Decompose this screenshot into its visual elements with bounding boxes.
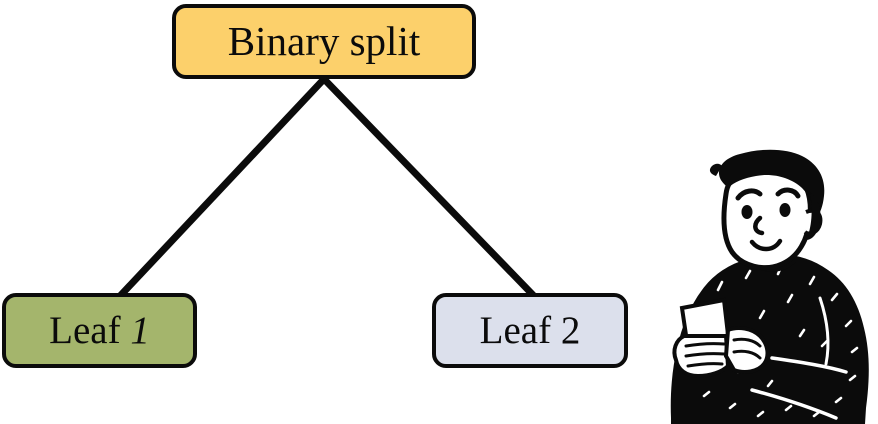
hand-left <box>672 334 731 379</box>
arm-fold-upper <box>770 356 848 374</box>
eyebrow-left <box>735 188 763 201</box>
node-binary-split-label: Binary split <box>227 18 421 64</box>
node-leaf-2-label-index: 2 <box>560 309 581 352</box>
shoulder-seam <box>818 296 830 366</box>
node-leaf-2[interactable]: Leaf 2 <box>432 293 628 368</box>
eye-left <box>741 205 753 219</box>
hand-right <box>723 326 770 374</box>
person-body-group <box>670 149 869 424</box>
node-leaf-1-label-index: 1 <box>130 309 150 352</box>
sweater-torso <box>670 254 869 424</box>
edge-root-to-leaf-1 <box>117 76 327 299</box>
hair-sideburn <box>806 192 821 240</box>
node-leaf-2-label: Leaf 2 <box>480 311 581 350</box>
person-reading-card-illustration <box>670 149 869 424</box>
mouth <box>749 238 783 252</box>
node-leaf-1-label: Leaf 1 <box>49 311 150 350</box>
hair <box>718 149 825 218</box>
arm-fold-lower <box>750 388 838 420</box>
edge-root-to-leaf-2 <box>321 76 537 299</box>
node-leaf-1[interactable]: Leaf 1 <box>2 293 197 368</box>
hand-right-fingers <box>732 337 762 360</box>
hand-left-fingers <box>684 342 726 368</box>
nose <box>753 215 765 236</box>
hair-tuft <box>709 163 722 176</box>
node-leaf-1-label-text: Leaf <box>49 309 131 352</box>
eyebrow-right <box>775 187 801 199</box>
node-binary-split[interactable]: Binary split <box>172 4 476 79</box>
node-leaf-2-label-text: Leaf <box>479 309 561 352</box>
eye-right <box>779 203 791 217</box>
